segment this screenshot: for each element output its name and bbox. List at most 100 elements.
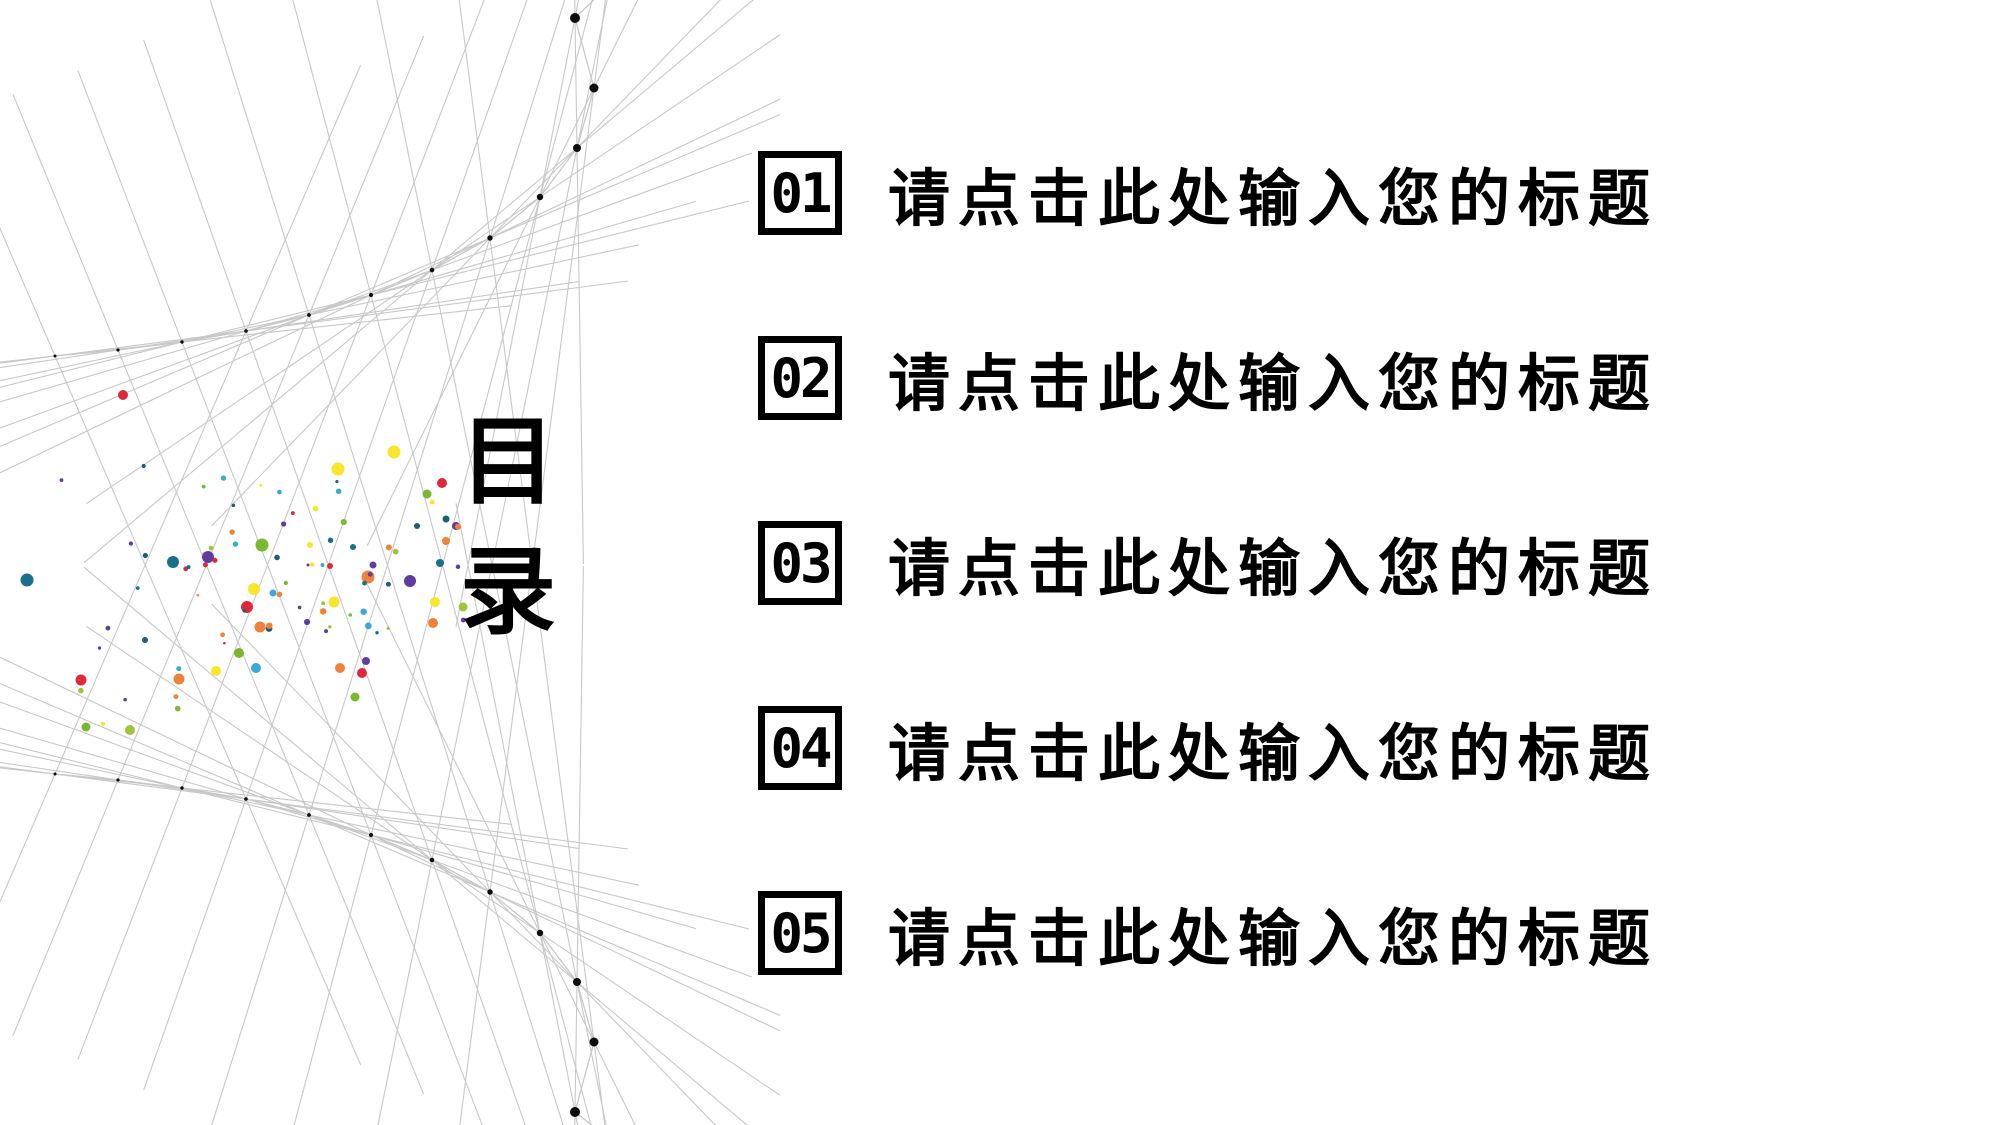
string-art-line bbox=[86, 625, 780, 1096]
confetti-dot bbox=[306, 563, 310, 567]
confetti-dot bbox=[274, 554, 280, 561]
confetti-dot bbox=[460, 617, 466, 623]
curve-node-dot bbox=[180, 786, 184, 790]
toc-item-3[interactable]: 03 请点击此处输入您的标题 bbox=[758, 521, 1658, 605]
confetti-dot bbox=[340, 518, 347, 526]
toc-item-1[interactable]: 01 请点击此处输入您的标题 bbox=[758, 151, 1658, 235]
confetti-dot bbox=[442, 537, 450, 545]
page-title: 目 录 bbox=[448, 398, 568, 658]
string-art-line bbox=[0, 152, 752, 429]
confetti-dot bbox=[312, 505, 319, 512]
confetti-dot bbox=[348, 613, 352, 617]
confetti-dot bbox=[174, 705, 181, 712]
confetti-dot bbox=[455, 523, 462, 530]
toc-item-5[interactable]: 05 请点击此处输入您的标题 bbox=[758, 891, 1658, 975]
confetti-dot bbox=[297, 605, 302, 610]
confetti-dot bbox=[386, 627, 390, 630]
confetti-dot bbox=[281, 521, 287, 527]
string-art-line bbox=[211, 603, 716, 1125]
toc-item-4[interactable]: 04 请点击此处输入您的标题 bbox=[758, 706, 1658, 790]
confetti-dot bbox=[350, 544, 356, 550]
curve-node-dot bbox=[116, 778, 120, 782]
confetti-dot bbox=[277, 489, 282, 495]
confetti-dot bbox=[328, 625, 332, 629]
toc-number-box-4[interactable]: 04 bbox=[758, 706, 842, 790]
string-art-line bbox=[0, 281, 579, 369]
string-art-line bbox=[0, 227, 362, 1066]
toc-title-placeholder-2[interactable]: 请点击此处输入您的标题 bbox=[888, 350, 1659, 419]
toc-number-box-1[interactable]: 01 bbox=[758, 151, 842, 235]
confetti-dot bbox=[360, 608, 367, 615]
confetti-dot bbox=[186, 565, 191, 570]
confetti-dot bbox=[123, 697, 127, 702]
string-art-line bbox=[455, 0, 580, 627]
string-art-line bbox=[455, 503, 579, 1125]
confetti-dot bbox=[229, 529, 235, 535]
toc-item-2[interactable]: 02 请点击此处输入您的标题 bbox=[758, 336, 1658, 420]
toc-title-placeholder-1[interactable]: 请点击此处输入您的标题 bbox=[888, 165, 1659, 234]
toc-number-box-5[interactable]: 05 bbox=[758, 891, 842, 975]
confetti-dot bbox=[328, 596, 340, 608]
curve-node-dot bbox=[53, 354, 57, 358]
confetti-dot bbox=[202, 551, 214, 563]
string-art-line bbox=[12, 35, 425, 1036]
string-art-line bbox=[0, 64, 362, 903]
string-art-line bbox=[0, 280, 629, 364]
confetti-dot bbox=[142, 552, 148, 559]
confetti-dot bbox=[234, 648, 244, 658]
string-art-line bbox=[83, 566, 748, 1125]
curve-node-dot bbox=[589, 1037, 599, 1047]
string-art-line bbox=[143, 39, 526, 1125]
curve-node-dot bbox=[573, 144, 581, 152]
confetti-dot bbox=[327, 563, 333, 569]
confetti-dot bbox=[142, 637, 148, 643]
confetti-dot bbox=[283, 580, 288, 586]
confetti-dot bbox=[20, 573, 34, 587]
toc-number-box-2[interactable]: 02 bbox=[758, 336, 842, 420]
confetti-dot bbox=[331, 462, 345, 476]
curve-node-dot bbox=[570, 13, 580, 23]
string-art-line bbox=[211, 0, 721, 527]
string-art-line bbox=[0, 200, 697, 403]
curve-node-dot bbox=[487, 889, 493, 895]
envelope-arc bbox=[54, 773, 595, 1125]
confetti-dot bbox=[75, 674, 87, 686]
string-art-line bbox=[293, 0, 593, 1125]
toc-number-box-3[interactable]: 03 bbox=[758, 521, 842, 605]
confetti-dot bbox=[429, 499, 435, 505]
confetti-dot bbox=[385, 581, 391, 587]
curve-node-dot bbox=[180, 340, 184, 344]
confetti-dot bbox=[369, 561, 377, 569]
confetti-dot bbox=[385, 544, 392, 551]
confetti-dot bbox=[220, 475, 227, 481]
string-art-line bbox=[376, 0, 607, 1125]
string-art-line bbox=[211, 0, 566, 1125]
string-art-line bbox=[77, 0, 485, 1060]
confetti-dot bbox=[362, 580, 368, 586]
string-art-line bbox=[0, 98, 780, 474]
string-art-line bbox=[0, 742, 750, 930]
toc-title-placeholder-3[interactable]: 请点击此处输入您的标题 bbox=[888, 535, 1659, 604]
string-art-line bbox=[292, 0, 592, 1125]
curve-node-dot bbox=[487, 235, 493, 241]
string-art-line bbox=[209, 0, 564, 1125]
toc-title-placeholder-5[interactable]: 请点击此处输入您的标题 bbox=[888, 905, 1659, 974]
page-title-char-1: 目 bbox=[460, 409, 556, 516]
curve-node-dot bbox=[429, 857, 435, 863]
string-art-line bbox=[77, 70, 483, 1125]
confetti-dot bbox=[404, 575, 416, 587]
confetti-dot bbox=[290, 511, 295, 516]
confetti-dot bbox=[321, 601, 326, 606]
confetti-dot bbox=[201, 484, 206, 489]
confetti-dot bbox=[367, 571, 373, 577]
confetti-dot bbox=[173, 673, 185, 685]
toc-title-placeholder-4[interactable]: 请点击此处输入您的标题 bbox=[888, 720, 1659, 789]
string-art-line bbox=[0, 656, 780, 1032]
curve-node-dot bbox=[536, 193, 544, 201]
confetti-dot bbox=[350, 692, 360, 702]
confetti-dot bbox=[422, 489, 432, 499]
string-art-line bbox=[459, 0, 606, 1125]
confetti-dot bbox=[196, 593, 200, 597]
confetti-dot bbox=[259, 483, 263, 487]
